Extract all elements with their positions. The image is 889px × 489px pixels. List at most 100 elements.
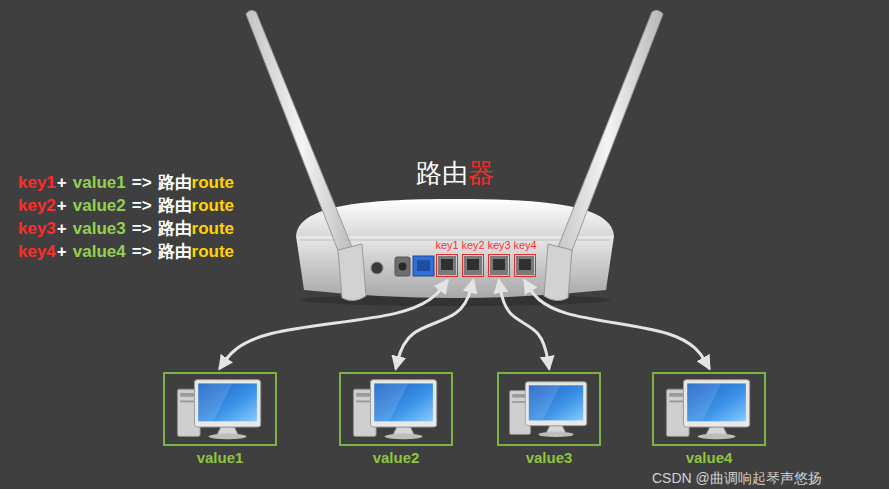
monitor-base [538, 432, 573, 437]
computer-node: value4 [652, 372, 766, 466]
monitor-stand [706, 427, 727, 435]
monitor-stand [546, 426, 565, 433]
port-label: key1 [435, 239, 458, 252]
router-port: key1 [435, 239, 459, 277]
formula-token: key2 [18, 195, 56, 217]
computer-label: value2 [373, 449, 420, 466]
computer-icon [341, 374, 451, 444]
formula-token: key4 [18, 241, 56, 263]
label-box: key3 [487, 239, 510, 252]
computer-icon [654, 374, 764, 444]
formula-token: 路由 [158, 218, 192, 240]
monitor-base [209, 434, 247, 440]
monitor-screen [198, 383, 257, 421]
computer-node: value2 [339, 372, 453, 466]
label-box: key2 [461, 239, 484, 252]
monitor-base [385, 434, 423, 440]
port-frame [514, 254, 536, 277]
computer-label: value1 [197, 449, 244, 466]
port-frame [488, 254, 510, 277]
formula-token: => [132, 195, 152, 217]
computer-icon [165, 374, 275, 444]
monitor-bezel [683, 380, 749, 427]
router-port: key3 [487, 239, 511, 277]
router-title: 路由器 [355, 157, 555, 189]
formula-token: route [192, 195, 235, 217]
port-label: key2 [461, 239, 484, 252]
screen-glare [687, 383, 721, 421]
screen-glare [529, 385, 561, 420]
port-frame [436, 254, 458, 277]
title-char: 路 [416, 158, 442, 188]
formula-token: route [192, 218, 235, 240]
computer-label: value4 [686, 449, 733, 466]
computer-label: value3 [526, 449, 573, 466]
formula-token: => [132, 218, 152, 240]
computer-frame [339, 372, 453, 446]
bidirectional-arrow [396, 281, 473, 368]
computer-node: value1 [163, 372, 277, 466]
monitor-bezel [525, 382, 586, 426]
lan-ports [438, 256, 534, 275]
computer-frame [497, 372, 601, 446]
label-box: value2 [373, 449, 420, 466]
screen-glare [198, 383, 232, 421]
formula-row: key1+ value1 => 路由route [18, 172, 234, 194]
monitor-bezel [370, 380, 436, 427]
router-port: key4 [513, 239, 537, 277]
label-box: key1 [435, 239, 458, 252]
antennas [246, 10, 663, 300]
formula-token: 路由 [158, 195, 192, 217]
bidirectional-arrow [220, 281, 447, 368]
watermark-holder: CSDN @曲调响起琴声悠扬 [652, 470, 822, 486]
label-box: key4 [513, 239, 536, 252]
formula-token: + [57, 172, 67, 194]
formula-token: 路由 [158, 241, 192, 263]
title-holder: 路由器 [355, 157, 555, 189]
monitor-screen [529, 385, 583, 420]
monitor-stand [393, 427, 414, 435]
formula-row: key2+ value2 => 路由route [18, 195, 234, 217]
formula-token: route [192, 172, 235, 194]
title-char: 器 [468, 158, 494, 188]
computer-node: value3 [497, 372, 601, 466]
monitor-bezel [194, 380, 260, 427]
title-char: 由 [442, 158, 468, 188]
label-box: value4 [686, 449, 733, 466]
label-box: value3 [526, 449, 573, 466]
formula-row: key3+ value3 => 路由route [18, 218, 234, 240]
formula-token: => [132, 172, 152, 194]
bidirectional-arrow [525, 281, 709, 368]
label-box: value1 [197, 449, 244, 466]
bidirectional-arrow [499, 281, 549, 368]
router-jacks [371, 256, 434, 276]
formula-token: value2 [73, 195, 126, 217]
monitor-screen [687, 383, 746, 421]
computer-icon [499, 374, 599, 444]
formula-token: => [132, 241, 152, 263]
watermark: CSDN @曲调响起琴声悠扬 [652, 470, 822, 486]
monitor-screen [374, 383, 433, 421]
formula-token: + [57, 218, 67, 240]
formula-token: route [192, 241, 235, 263]
formula-token: key3 [18, 218, 56, 240]
formula-row: key4+ value4 => 路由route [18, 241, 234, 263]
monitor-stand [217, 427, 238, 435]
port-label: key4 [513, 239, 536, 252]
formula-token: key1 [18, 172, 56, 194]
formula-token: value1 [73, 172, 126, 194]
formula-token: + [57, 241, 67, 263]
port-label: key3 [487, 239, 510, 252]
formula-token: value3 [73, 218, 126, 240]
screen-glare [374, 383, 408, 421]
port-frame [462, 254, 484, 277]
computer-frame [652, 372, 766, 446]
formula-token: + [57, 195, 67, 217]
router-port: key2 [461, 239, 485, 277]
computer-frame [163, 372, 277, 446]
formula-token: value4 [73, 241, 126, 263]
monitor-base [698, 434, 736, 440]
formula-token: 路由 [158, 172, 192, 194]
